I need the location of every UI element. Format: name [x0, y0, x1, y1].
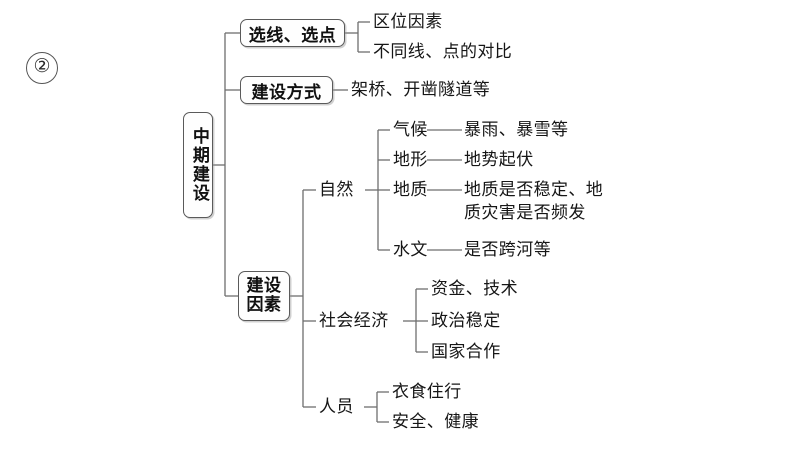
leaf-bridge-tunnel: 架桥、开凿隧道等	[351, 80, 491, 100]
node-construction-factors-label: 建设 因素	[246, 275, 282, 315]
node-natural-label: 自然	[319, 180, 354, 200]
leaf-location-factors: 区位因素	[373, 12, 443, 32]
leaf-hydrology-label: 水文	[393, 240, 428, 260]
node-route-selection-box[interactable]: 选线、选点	[240, 19, 345, 47]
leaf-political-stability: 政治稳定	[431, 311, 501, 331]
leaf-landform-label: 地形	[393, 150, 428, 170]
leaf-climate-value: 暴雨、暴雪等	[464, 120, 569, 140]
leaf-line-point-comparison: 不同线、点的对比	[373, 42, 513, 62]
leaf-safety-health: 安全、健康	[392, 412, 479, 432]
leaf-climate-label: 气候	[393, 120, 428, 140]
node-root-box[interactable]: 中期建设	[183, 112, 213, 218]
node-personnel-label: 人员	[319, 397, 354, 417]
leaf-geology-label: 地质	[393, 180, 428, 200]
leaf-landform-value: 地势起伏	[464, 150, 534, 170]
node-construction-method-box[interactable]: 建设方式	[240, 76, 333, 104]
leaf-capital-technology: 资金、技术	[431, 279, 518, 299]
leaf-geology-value: 地质是否稳定、地 质灾害是否频发	[464, 180, 604, 223]
node-construction-method-label: 建设方式	[251, 82, 322, 103]
leaf-national-cooperation: 国家合作	[431, 342, 501, 362]
node-construction-factors-box[interactable]: 建设 因素	[238, 271, 290, 321]
section-marker: ②	[26, 52, 58, 84]
node-social-economic-label: 社会经济	[319, 311, 389, 331]
leaf-hydrology-value: 是否跨河等	[464, 240, 551, 260]
node-root-label: 中期建设	[188, 127, 209, 203]
leaf-daily-necessities: 衣食住行	[392, 382, 462, 402]
node-route-selection-label: 选线、选点	[248, 25, 337, 46]
